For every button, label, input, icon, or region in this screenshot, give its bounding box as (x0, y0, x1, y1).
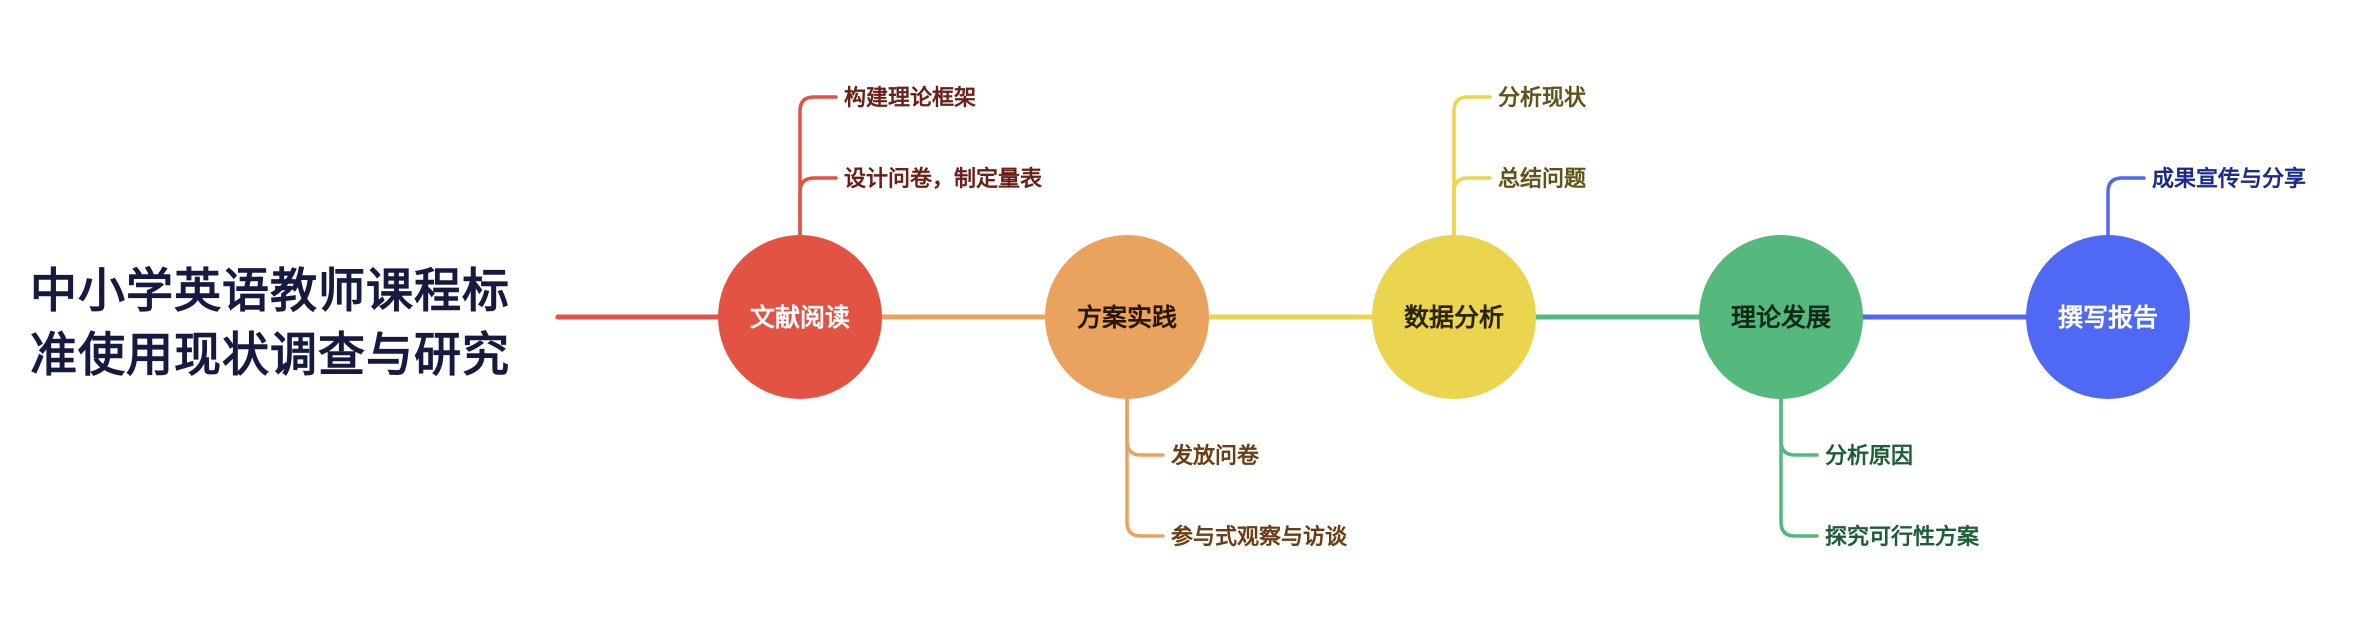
branch-label-literature-0[interactable]: 构建理论框架 (844, 85, 976, 111)
stage-label-practice[interactable]: 方案实践 (1077, 303, 1177, 332)
stage-label-literature[interactable]: 文献阅读 (750, 303, 850, 332)
branch-line-literature-1 (798, 176, 838, 319)
root-title-line-1: 中小学英语教师课程标 (30, 264, 510, 319)
branch-label-report-0[interactable]: 成果宣传与分享 (2152, 166, 2306, 192)
stage-node-theory[interactable] (1699, 235, 1863, 399)
root-title-line-2: 准使用现状调查与研究 (30, 328, 510, 383)
branch-line-theory-1 (1779, 315, 1819, 538)
branch-label-analysis-0[interactable]: 分析现状 (1498, 86, 1587, 111)
branch-line-report-0 (2106, 176, 2146, 319)
stage-node-literature[interactable] (718, 235, 882, 399)
branch-line-analysis-1 (1452, 176, 1492, 319)
branch-label-literature-1[interactable]: 设计问卷，制定量表 (844, 166, 1043, 192)
stage-label-report[interactable]: 撰写报告 (2058, 303, 2158, 332)
stage-node-analysis[interactable] (1372, 235, 1536, 399)
stage-label-analysis[interactable]: 数据分析 (1404, 303, 1504, 332)
stage-label-theory[interactable]: 理论发展 (1731, 303, 1831, 332)
branch-label-analysis-1[interactable]: 总结问题 (1498, 166, 1587, 192)
stage-node-practice[interactable] (1045, 235, 1209, 399)
stage-node-report[interactable] (2026, 235, 2190, 399)
branch-label-practice-0[interactable]: 发放问卷 (1170, 443, 1260, 469)
branch-label-practice-1[interactable]: 参与式观察与访谈 (1171, 524, 1348, 550)
branch-line-practice-1 (1125, 315, 1165, 538)
branch-line-literature-0 (798, 95, 838, 319)
branch-line-analysis-0 (1452, 95, 1492, 319)
branch-label-theory-0[interactable]: 分析原因 (1825, 444, 1913, 469)
branch-label-theory-1[interactable]: 探究可行性方案 (1825, 524, 1980, 550)
